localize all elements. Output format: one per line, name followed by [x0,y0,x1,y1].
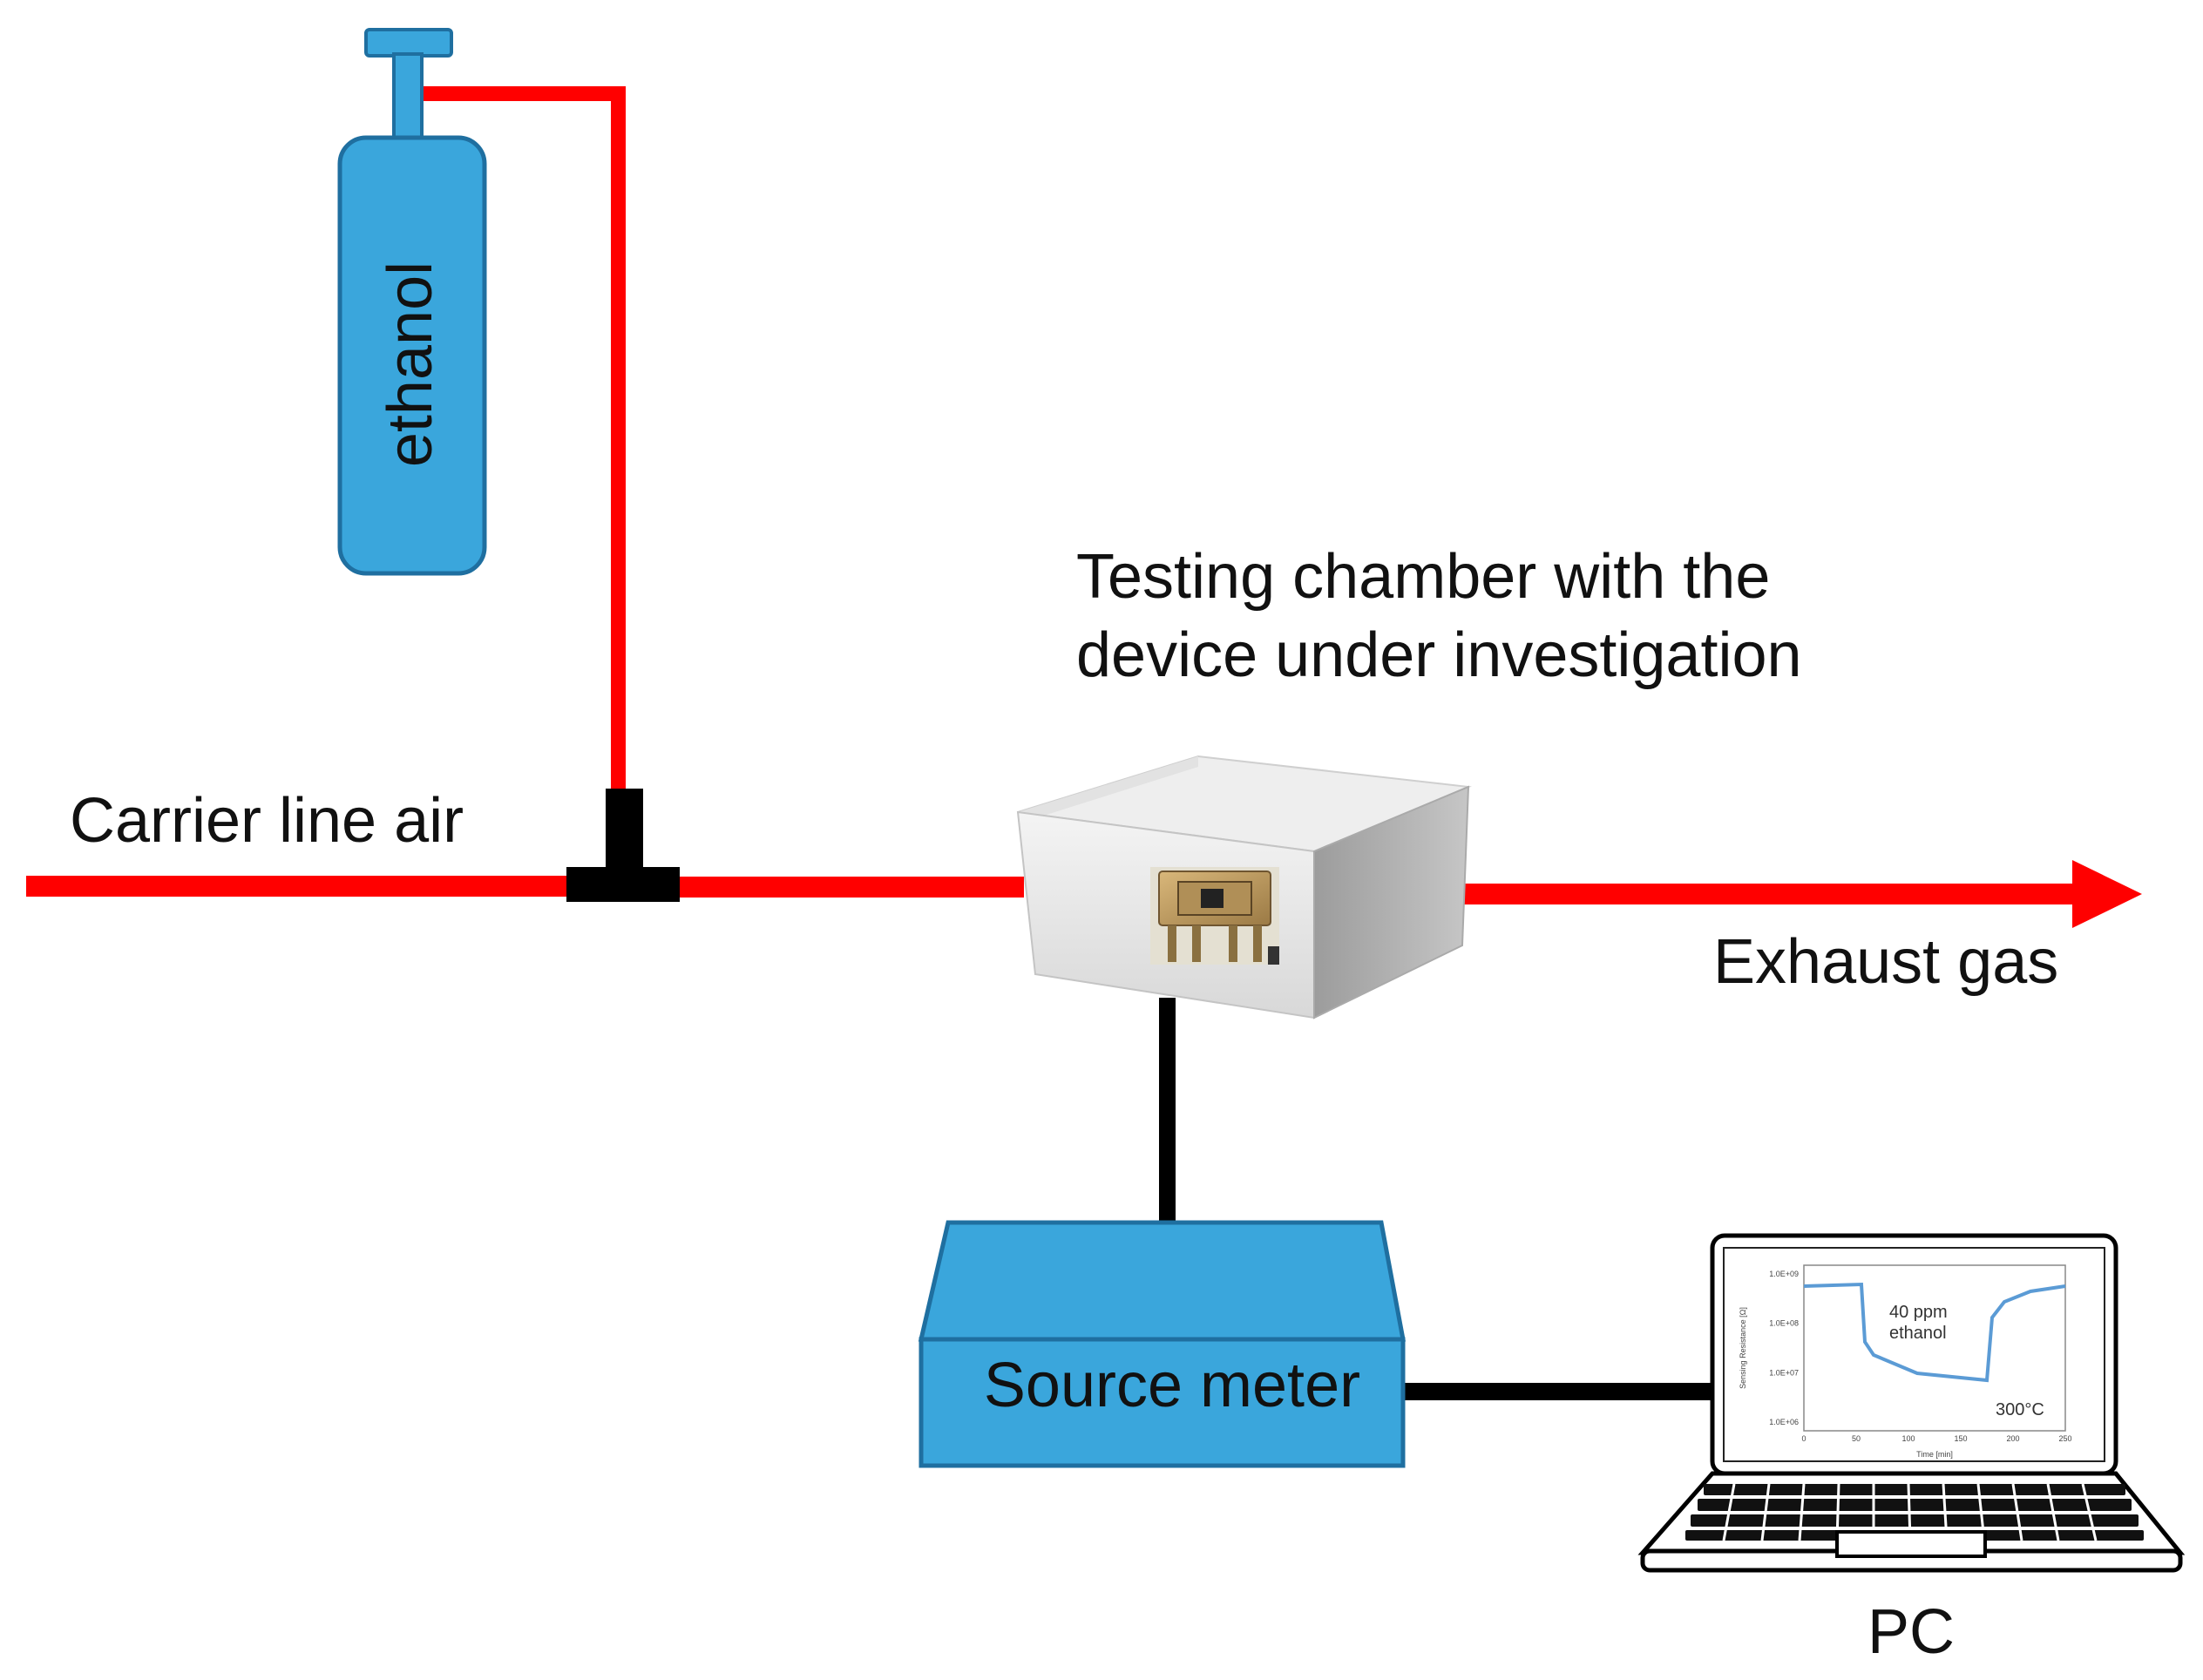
screen-plot-xtick: 250 [2058,1434,2071,1443]
screen-plot-ytick: 1.0E+08 [1769,1319,1799,1328]
screen-plot-xlabel: Time [min] [1916,1450,1953,1459]
screen-plot-ytick: 1.0E+07 [1769,1368,1799,1377]
screen-plot-xtick: 0 [1801,1434,1806,1443]
cable-meter-to-pc [1405,1383,1727,1400]
exhaust-arrowhead [2072,860,2142,928]
screen-plot-ytick: 1.0E+09 [1769,1270,1799,1278]
screen-plot: 1.0E+09 1.0E+08 1.0E+07 1.0E+06 0 50 100 150 20… [1739,1264,2072,1459]
screen-plot-xticks: 0 50 100 150 200 250 [1801,1434,2071,1443]
screen-plot-xtick: 200 [2006,1434,2019,1443]
screen-plot-yticks: 1.0E+09 1.0E+08 1.0E+07 1.0E+06 [1769,1270,1799,1426]
carrier-line [26,876,584,897]
cable-chamber-to-meter [1159,998,1176,1223]
ethanol-label: ethanol [376,261,445,467]
screen-plot-xtick: 50 [1852,1434,1861,1443]
laptop-icon [1637,1233,2186,1573]
exhaust-line [1407,884,2105,904]
gas-cylinder-icon [337,28,487,576]
sensor-chip-icon [1150,867,1279,965]
gas-line-vertical [611,86,626,801]
screen-plot-trace [1803,1282,2066,1383]
screen-plot-temperature: 300°C [1996,1400,2044,1419]
screen-plot-ytick: 1.0E+06 [1769,1418,1799,1426]
chamber-label-line2: device under investigation [1076,620,1802,690]
screen-plot-frame [1803,1264,2066,1432]
exhaust-label: Exhaust gas [1713,927,2058,997]
t-junction-icon [566,789,680,902]
gas-line-cylinder-outlet [417,86,626,101]
screen-plot-xtick: 100 [1901,1434,1915,1443]
gas-lines [26,86,2142,928]
chamber-label-line1: Testing chamber with the [1076,542,1770,612]
screen-plot-annotation-2: ethanol [1889,1324,1947,1343]
screen-plot-annotation-1: 40 ppm [1889,1303,1948,1322]
pc-label: PC [1867,1597,1955,1667]
screen-plot-ylabel: Sensing Resistance [Ω] [1739,1307,1747,1389]
source-meter-icon [918,1220,1407,1468]
source-meter-label: Source meter [984,1351,1360,1420]
carrier-line-label: Carrier line air [70,786,464,856]
gas-line-to-chamber [680,877,1024,898]
screen-plot-xtick: 150 [1954,1434,1967,1443]
